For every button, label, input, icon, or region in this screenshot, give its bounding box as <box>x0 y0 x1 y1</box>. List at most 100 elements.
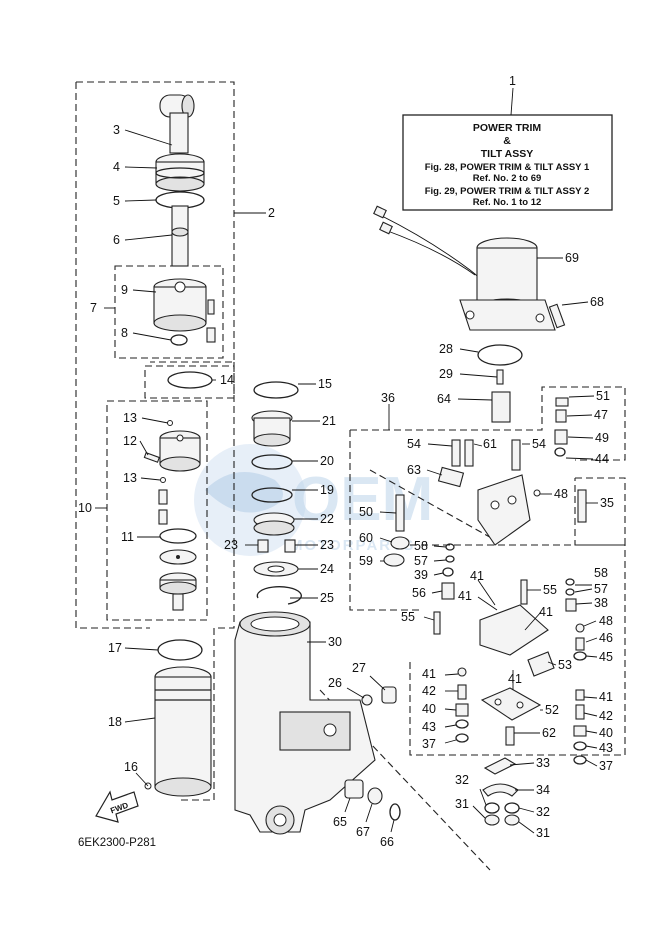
title-line-6: Fig. 29, POWER TRIM & TILT ASSY 2 <box>425 186 590 197</box>
callout-54-right: 54 <box>532 437 546 451</box>
callout-33: 33 <box>536 756 550 770</box>
center-parts <box>234 381 401 835</box>
boundary-ref-10 <box>106 400 208 621</box>
callout-59: 59 <box>359 554 373 568</box>
callout-36: 36 <box>381 391 395 405</box>
callout-30: 30 <box>328 635 342 649</box>
callout-16: 16 <box>124 760 138 774</box>
callout-58-left: 58 <box>414 539 428 553</box>
o-ring-11 <box>159 528 197 544</box>
callout-32-right: 32 <box>536 805 550 819</box>
callout-42-left: 42 <box>422 684 436 698</box>
callout-12: 12 <box>123 434 137 448</box>
callout-1: 1 <box>509 74 516 88</box>
callout-61: 61 <box>483 437 497 451</box>
o-ring-15 <box>253 381 299 399</box>
callout-43-left: 43 <box>422 720 436 734</box>
assembly-boundaries <box>75 81 626 871</box>
tilt-ram-assembly <box>143 94 216 797</box>
callout-47: 47 <box>594 408 608 422</box>
callout-52: 52 <box>545 703 559 717</box>
callout-31-left: 31 <box>455 797 469 811</box>
callout-65: 65 <box>333 815 347 829</box>
callout-55-left: 55 <box>401 610 415 624</box>
callout-45: 45 <box>599 650 613 664</box>
callout-38: 38 <box>594 596 608 610</box>
title-line-2: & <box>503 135 511 147</box>
boundary-ref-36-top <box>350 386 626 461</box>
callout-7: 7 <box>90 301 97 315</box>
callout-15: 15 <box>318 377 332 391</box>
callout-56: 56 <box>412 586 426 600</box>
callout-63: 63 <box>407 463 421 477</box>
o-ring-28 <box>477 344 523 366</box>
callout-14: 14 <box>220 373 234 387</box>
pump-body <box>477 474 531 546</box>
callout-37-right: 37 <box>599 759 613 773</box>
boundary-ref-7 <box>114 265 224 359</box>
diagram-code: 6EK2300-P281 <box>78 837 156 849</box>
motor-and-valves <box>373 205 587 826</box>
callout-23-left: 23 <box>224 538 238 552</box>
callout-41-e: 41 <box>422 667 436 681</box>
watermark-brand: OEM <box>292 465 433 534</box>
trim-motor-69 <box>476 247 538 309</box>
callout-34: 34 <box>536 783 550 797</box>
leader-lines <box>95 87 598 834</box>
callout-10: 10 <box>78 501 92 515</box>
callouts: 1 2 3 4 5 6 7 8 9 10 11 12 13 13 14 15 1… <box>78 74 614 849</box>
callout-27: 27 <box>352 661 366 675</box>
title-line-4: Fig. 28, POWER TRIM & TILT ASSY 1 <box>425 162 590 173</box>
callout-64: 64 <box>437 392 451 406</box>
callout-53: 53 <box>558 658 572 672</box>
shaft-64 <box>491 391 511 423</box>
callout-20: 20 <box>320 454 334 468</box>
boundary-left <box>75 82 150 629</box>
callout-42-right: 42 <box>599 709 613 723</box>
callout-13-upper: 13 <box>123 411 137 425</box>
callout-31-right: 31 <box>536 826 550 840</box>
assembly-title-box: POWER TRIM & TILT ASSY Fig. 28, POWER TR… <box>402 114 613 211</box>
rod-upper <box>169 112 189 154</box>
plate-52 <box>480 687 542 721</box>
callout-39: 39 <box>414 568 428 582</box>
boundary-lower-left <box>178 362 235 801</box>
callout-13-lower: 13 <box>123 471 137 485</box>
callout-57-right: 57 <box>594 582 608 596</box>
callout-48-lower: 48 <box>599 614 613 628</box>
callout-66: 66 <box>380 835 394 849</box>
callout-5: 5 <box>113 194 120 208</box>
ring-19 <box>251 487 293 503</box>
fwd-arrow-icon: FWD <box>95 790 139 823</box>
callout-24: 24 <box>320 562 334 576</box>
callout-21: 21 <box>322 414 336 428</box>
callout-8: 8 <box>121 326 128 340</box>
title-line-5: Ref. No. 2 to 69 <box>473 173 542 184</box>
callout-54-left: 54 <box>407 437 421 451</box>
callout-46: 46 <box>599 631 613 645</box>
callout-19: 19 <box>320 483 334 497</box>
boundary-ref-14 <box>144 365 235 399</box>
callout-41-d: 41 <box>508 672 522 686</box>
callout-58-right: 58 <box>594 566 608 580</box>
watermark-tagline: MOTORPARTS <box>290 537 415 554</box>
tilt-cylinder <box>154 676 212 788</box>
title-line-1: POWER TRIM <box>473 122 541 134</box>
callout-40-right: 40 <box>599 726 613 740</box>
o-ring-8 <box>170 334 188 346</box>
callout-28: 28 <box>439 342 453 356</box>
callout-26: 26 <box>328 676 342 690</box>
callout-49: 49 <box>595 431 609 445</box>
callout-41-a: 41 <box>470 569 484 583</box>
callout-60: 60 <box>359 531 373 545</box>
callout-23-right: 23 <box>320 538 334 552</box>
callout-37-left: 37 <box>422 737 436 751</box>
o-ring-17 <box>157 639 203 661</box>
callout-57-left: 57 <box>414 554 428 568</box>
o-ring-14 <box>167 371 213 389</box>
callout-62: 62 <box>542 726 556 740</box>
boundary-ref-valve <box>409 544 626 756</box>
title-line-3: TILT ASSY <box>481 148 534 160</box>
callout-35: 35 <box>600 496 614 510</box>
